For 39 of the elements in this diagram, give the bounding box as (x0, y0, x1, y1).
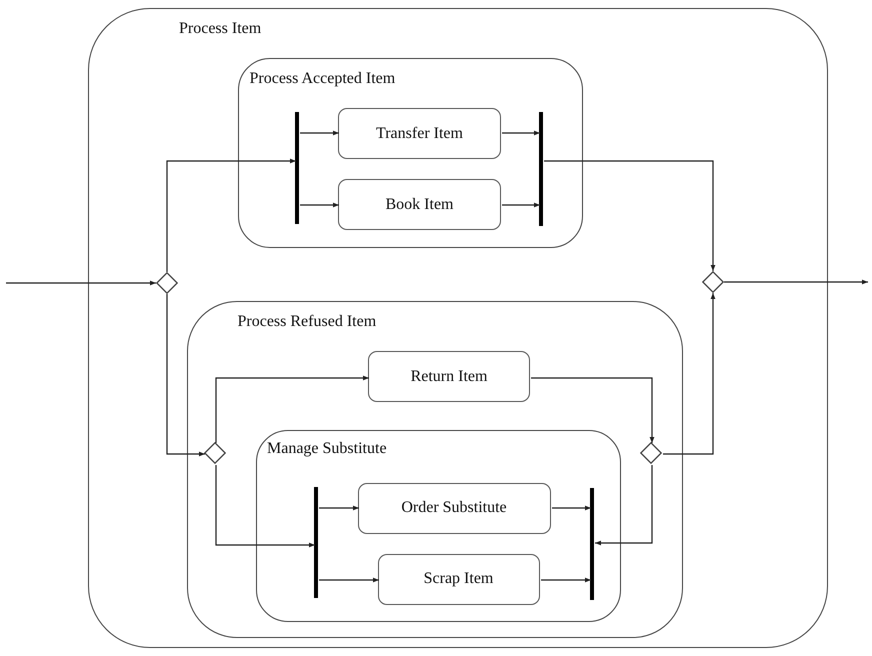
arrow (541, 578, 591, 582)
sync-bar (590, 488, 594, 600)
arrow (215, 376, 369, 443)
arrow (319, 578, 379, 582)
action-box: Book Item (338, 179, 501, 230)
arrow (552, 506, 591, 510)
sync-bar (295, 112, 299, 224)
arrow (300, 202, 339, 208)
activity-group (186, 300, 682, 638)
action-box: Transfer Item (338, 108, 501, 159)
arrow (6, 280, 156, 286)
arrow (166, 294, 205, 456)
action-box: Scrap Item (378, 554, 540, 604)
activity-group (256, 430, 621, 622)
sync-bar (539, 112, 543, 226)
arrow (595, 465, 653, 546)
decision-diamond (702, 270, 724, 292)
decision-diamond (156, 272, 178, 294)
arrow (319, 506, 359, 510)
action-box: Order Substitute (358, 482, 550, 534)
arrow (502, 202, 540, 208)
action-box: Return Item (368, 351, 530, 402)
group-title: Process Accepted Item (250, 70, 396, 86)
group-title: Process Item (179, 21, 262, 37)
arrow (531, 377, 654, 443)
sync-bar (314, 486, 318, 598)
arrow (544, 160, 716, 271)
group-title: Manage Substitute (267, 441, 387, 457)
decision-diamond (640, 442, 662, 464)
group-title: Process Refused Item (238, 314, 376, 330)
arrow (502, 130, 540, 136)
activity-group (88, 8, 828, 648)
arrow (166, 158, 296, 272)
arrow (663, 293, 716, 455)
arrow (300, 130, 339, 136)
activity-group (238, 58, 582, 248)
arrow (215, 465, 315, 548)
decision-diamond (204, 442, 226, 464)
arrow (724, 280, 868, 284)
